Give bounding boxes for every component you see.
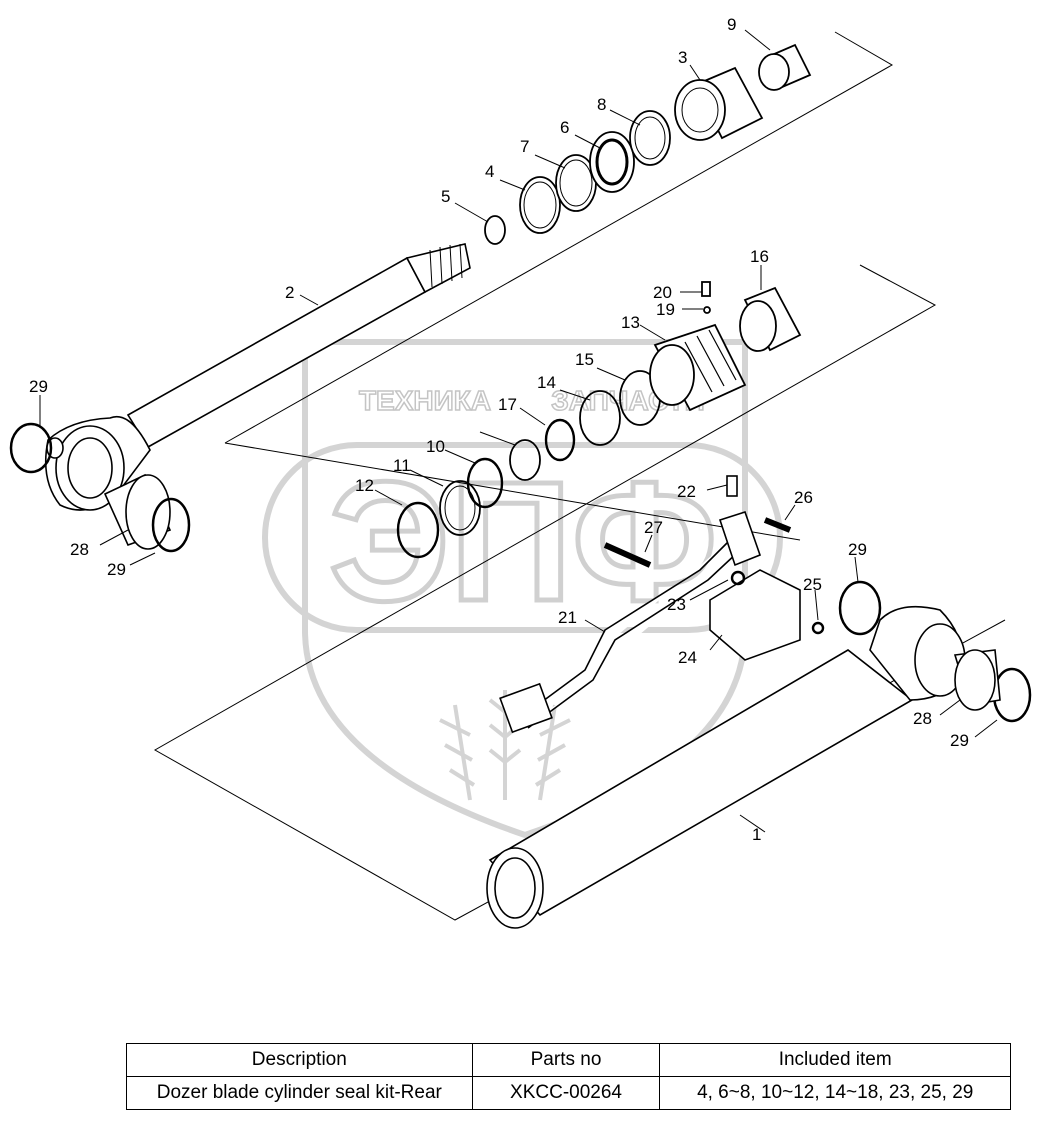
callout-17: 17	[498, 395, 517, 414]
oring-17	[544, 418, 576, 462]
callout-2: 2	[285, 283, 294, 302]
callout-20: 20	[653, 283, 672, 302]
callout-29d: 29	[950, 731, 969, 750]
callout-22: 22	[677, 482, 696, 501]
callout-10: 10	[426, 437, 445, 456]
oring-10	[466, 457, 504, 509]
callout-5: 5	[441, 187, 450, 206]
callout-1: 1	[752, 825, 761, 844]
callout-8: 8	[597, 95, 606, 114]
piston-rod	[44, 243, 471, 511]
header-description: Description	[126, 1043, 473, 1077]
callout-27: 27	[644, 518, 663, 537]
callout-11: 11	[393, 456, 411, 475]
callout-labels: 9 3 8 6 7 4 5 2 29 28 29 16 20 19 13 15 …	[29, 15, 969, 844]
callout-14: 14	[537, 373, 556, 392]
cell-parts-no: XKCC-00264	[471, 1076, 661, 1110]
head-parts	[484, 43, 812, 245]
cell-included-item: 4, 6~8, 10~12, 14~18, 23, 25, 29	[659, 1076, 1011, 1110]
callout-16: 16	[750, 247, 769, 266]
table-header-row: Description Parts no Included item	[126, 1043, 1011, 1077]
callout-9: 9	[727, 15, 736, 34]
ring-14	[579, 390, 621, 446]
watermark-plate	[262, 442, 783, 633]
watermark-logo: ЭПФ	[329, 447, 717, 637]
table-row: Dozer blade cylinder seal kit-Rear XKCC-…	[126, 1076, 1011, 1110]
leader-lines	[39, 29, 998, 833]
callout-24: 24	[678, 648, 697, 667]
callout-19: 19	[656, 300, 675, 319]
parts-table: Description Parts no Included item Dozer…	[126, 1043, 1011, 1110]
callout-4: 4	[485, 162, 494, 181]
callout-29c: 29	[848, 540, 867, 559]
cylinder-tube	[486, 605, 1001, 929]
callout-13: 13	[621, 313, 640, 332]
ring-5	[484, 215, 506, 245]
callout-3: 3	[678, 48, 687, 67]
callout-12: 12	[355, 476, 374, 495]
callout-23: 23	[667, 595, 686, 614]
callout-29a: 29	[29, 377, 48, 396]
oring-12	[396, 501, 440, 559]
tube-assembly	[499, 475, 825, 734]
callout-21: 21	[558, 608, 577, 627]
callout-26: 26	[794, 488, 813, 507]
cell-description: Dozer blade cylinder seal kit-Rear	[126, 1076, 473, 1110]
watermark-shield	[302, 339, 748, 839]
ring-11	[439, 480, 481, 536]
callout-7: 7	[520, 137, 529, 156]
callout-25: 25	[803, 575, 822, 594]
callout-29b: 29	[107, 560, 126, 579]
callout-15: 15	[575, 350, 594, 369]
header-parts-no: Parts no	[471, 1043, 661, 1077]
piston-parts	[396, 281, 802, 559]
callout-6: 6	[560, 118, 569, 137]
header-included-item: Included item	[659, 1043, 1011, 1077]
callout-28b: 28	[913, 709, 932, 728]
ring-18	[509, 439, 541, 481]
watermark-company: ТЕХНИКА	[359, 385, 491, 416]
callout-28a: 28	[70, 540, 89, 559]
